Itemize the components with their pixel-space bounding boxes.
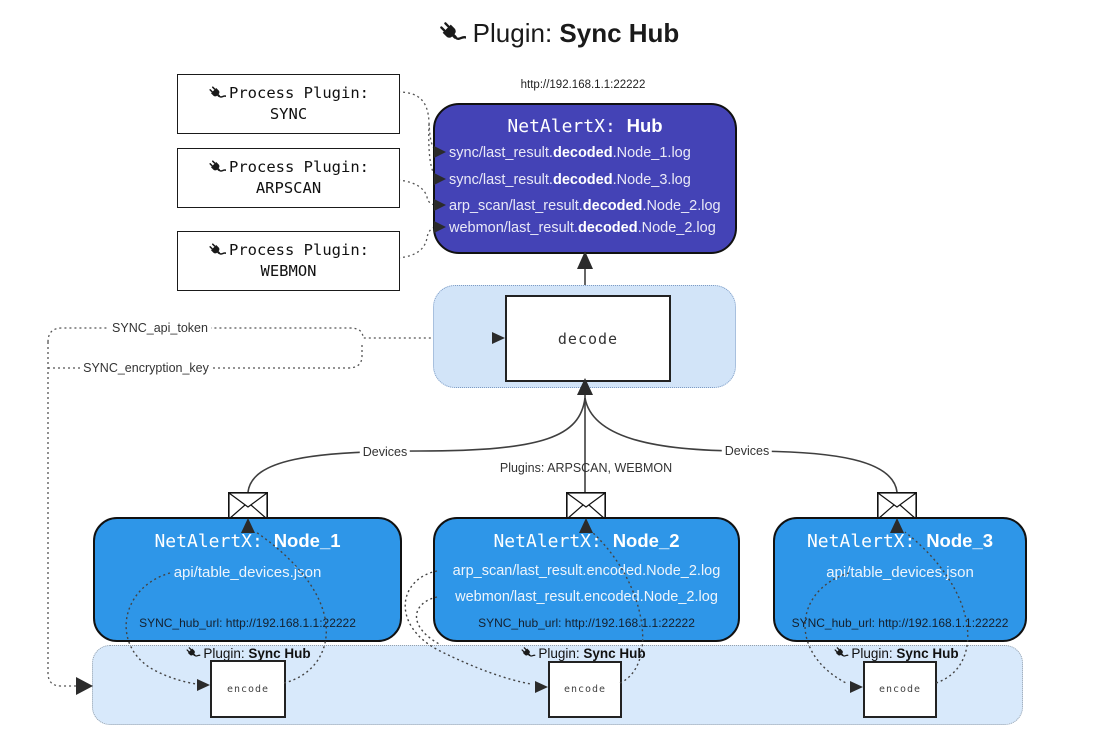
node2-file: webmon/last_result.encoded.Node_2.log — [455, 589, 718, 605]
hub-log-entry: sync/last_result.decoded.Node_1.log — [449, 145, 691, 161]
devices-edge-left — [247, 397, 586, 493]
encode-box-2: encode — [548, 661, 622, 718]
hub-log-entry: sync/last_result.decoded.Node_3.log — [449, 172, 691, 188]
process-plugin-webmon: Process Plugin: WEBMON — [177, 231, 400, 291]
encode-band-label-1: Plugin: Sync Hub — [185, 646, 311, 661]
process-plugin-label: Process Plugin: — [229, 84, 369, 103]
plug-icon — [520, 646, 535, 661]
process-plugin-arpscan: Process Plugin: ARPSCAN — [177, 148, 400, 208]
hub-log-entry: webmon/last_result.decoded.Node_2.log — [449, 220, 716, 236]
plug-icon — [208, 85, 226, 103]
encode-band-label-3: Plugin: Sync Hub — [833, 646, 959, 661]
plug-icon — [833, 646, 848, 661]
process-plugin-name: ARPSCAN — [255, 179, 322, 197]
node3-file: api/table_devices.json — [826, 564, 974, 581]
plugins-edge-label: Plugins: ARPSCAN, WEBMON — [499, 461, 673, 475]
plug-icon — [208, 242, 226, 260]
sync-api-token-label: SYNC_api_token — [109, 321, 211, 335]
arrowhead-into-encode-band — [76, 677, 93, 695]
encode-band-label-2: Plugin: Sync Hub — [520, 646, 646, 661]
node3-hub-url: SYNC_hub_url: http://192.168.1.1:22222 — [791, 616, 1009, 630]
node3-box: NetAlertX: Node_3 api/table_devices.json… — [773, 517, 1027, 642]
node2-box: NetAlertX: Node_2 arp_scan/last_result.e… — [433, 517, 740, 642]
node3-title: NetAlertX: Node_3 — [806, 530, 994, 552]
envelope-icon-node2 — [566, 492, 606, 520]
hub-log-entry: arp_scan/last_result.decoded.Node_2.log — [449, 198, 721, 214]
node1-box: NetAlertX: Node_1 api/table_devices.json… — [93, 517, 402, 642]
node1-title: NetAlertX: Node_1 — [154, 530, 341, 552]
process-plugin-name: SYNC — [269, 105, 308, 123]
node1-hub-url: SYNC_hub_url: http://192.168.1.1:22222 — [139, 616, 356, 630]
hub-title: NetAlertX: Hub — [507, 115, 663, 137]
arpscan-plugin-to-hub-edge — [397, 179, 438, 206]
devices-edge-label-right: Devices — [721, 444, 773, 458]
envelope-icon-node1 — [228, 492, 268, 520]
encode-box-1: encode — [210, 660, 286, 718]
node2-hub-url: SYNC_hub_url: http://192.168.1.1:22222 — [478, 616, 695, 630]
config-to-encode-band-edge — [47, 342, 76, 687]
process-plugin-label: Process Plugin: — [229, 241, 369, 260]
process-plugin-label: Process Plugin: — [229, 158, 369, 177]
plug-icon — [438, 20, 466, 48]
envelope-icon-node3 — [877, 492, 917, 520]
webmon-plugin-to-hub-edge — [397, 226, 438, 259]
plug-icon — [185, 646, 200, 661]
diagram-title-text: Plugin: Sync Hub — [472, 18, 680, 48]
node1-file: api/table_devices.json — [173, 564, 322, 581]
plug-icon — [208, 159, 226, 177]
process-plugin-sync: Process Plugin: SYNC — [177, 74, 400, 134]
hub-box: NetAlertX: Hub sync/last_result.decoded.… — [433, 103, 737, 254]
process-plugin-name: WEBMON — [260, 262, 317, 280]
encode-band-label-text: Plugin: Sync Hub — [538, 646, 646, 661]
encode-band-label-text: Plugin: Sync Hub — [851, 646, 959, 661]
node2-title: NetAlertX: Node_2 — [493, 530, 680, 552]
encode-box-3: encode — [863, 661, 937, 718]
sync-encryption-key-label: SYNC_encryption_key — [80, 361, 212, 375]
devices-edge-label-left: Devices — [359, 445, 411, 459]
decode-box: decode — [505, 295, 671, 382]
sync-plugin-to-hub-edge-1 — [397, 91, 438, 152]
hub-url-label: http://192.168.1.1:22222 — [520, 79, 646, 91]
encode-band-label-text: Plugin: Sync Hub — [203, 646, 311, 661]
node2-file: arp_scan/last_result.encoded.Node_2.log — [452, 563, 721, 579]
diagram-title: Plugin: Sync Hub — [0, 18, 1117, 49]
